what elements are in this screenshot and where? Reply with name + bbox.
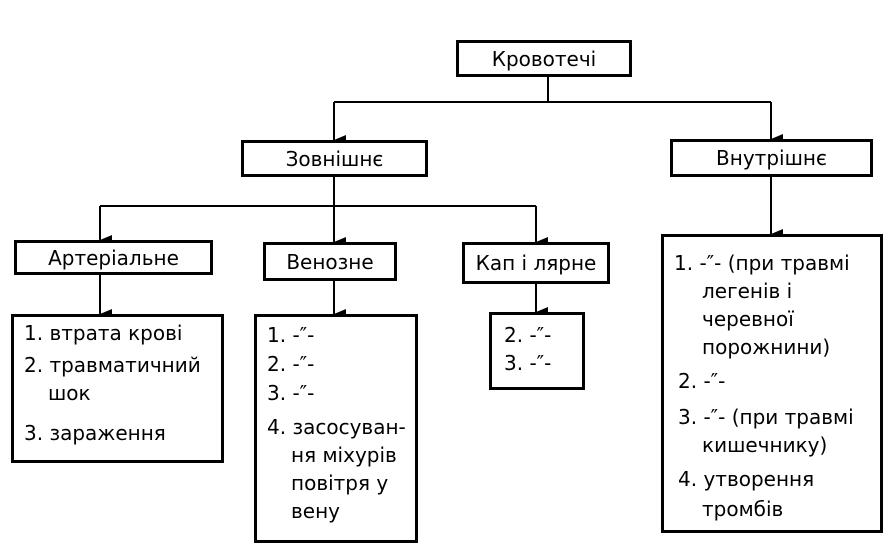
list-item: 4. засосуван- — [267, 415, 406, 439]
list-arterial: 1. втрата крові 2. травматичний шок 3. з… — [11, 314, 224, 463]
node-external-label: Зовнішнє — [285, 146, 384, 171]
node-root-label: Кровотечі — [491, 46, 597, 71]
node-venous-label: Венозне — [286, 249, 374, 274]
list-item: 2. -″- — [504, 323, 552, 347]
node-internal-label: Внутрішнє — [716, 146, 827, 170]
list-item: 1. втрата крові — [24, 321, 183, 345]
list-item-continuation: кишечнику) — [702, 433, 828, 457]
node-capillary: Кап і лярне — [462, 242, 610, 284]
node-arterial-label: Артеріальне — [48, 245, 179, 270]
list-item: 3. -″- — [504, 351, 552, 375]
list-item: 2. -″- — [678, 369, 726, 393]
list-item: 2. -″- — [267, 352, 315, 376]
list-item-continuation: легенів і — [702, 279, 793, 303]
list-item-continuation: черевної — [702, 307, 794, 331]
node-arterial: Артеріальне — [14, 240, 213, 275]
list-venous: 1. -″- 2. -″- 3. -″- 4. засосуван- ня мі… — [254, 314, 418, 543]
list-item: 3. -″- (при травмі — [678, 405, 854, 429]
list-item-continuation: вену — [291, 499, 341, 523]
list-item-continuation: ня міхурів — [291, 443, 397, 467]
list-item-continuation: порожнини) — [702, 335, 831, 359]
list-item: 3. зараження — [24, 421, 166, 445]
node-capillary-label: Кап і лярне — [475, 251, 597, 275]
node-venous: Венозне — [263, 242, 397, 281]
list-item-continuation: шок — [48, 381, 91, 405]
list-item: 2. травматичний — [24, 353, 201, 377]
list-item-continuation: повітря у — [291, 471, 389, 495]
list-item: 1. -″- (при травмі — [674, 251, 850, 275]
list-item: 1. -″- — [267, 323, 315, 347]
node-internal: Внутрішнє — [670, 139, 873, 177]
list-internal: 1. -″- (при травмі легенів і черевної по… — [661, 234, 883, 533]
list-item: 4. утворення — [678, 467, 815, 491]
list-item-continuation: тромбів — [702, 497, 784, 521]
node-external: Зовнішнє — [241, 140, 428, 177]
list-item: 3. -″- — [267, 381, 315, 405]
node-root: Кровотечі — [456, 40, 632, 77]
list-capillary: 2. -″- 3. -″- — [489, 312, 585, 390]
